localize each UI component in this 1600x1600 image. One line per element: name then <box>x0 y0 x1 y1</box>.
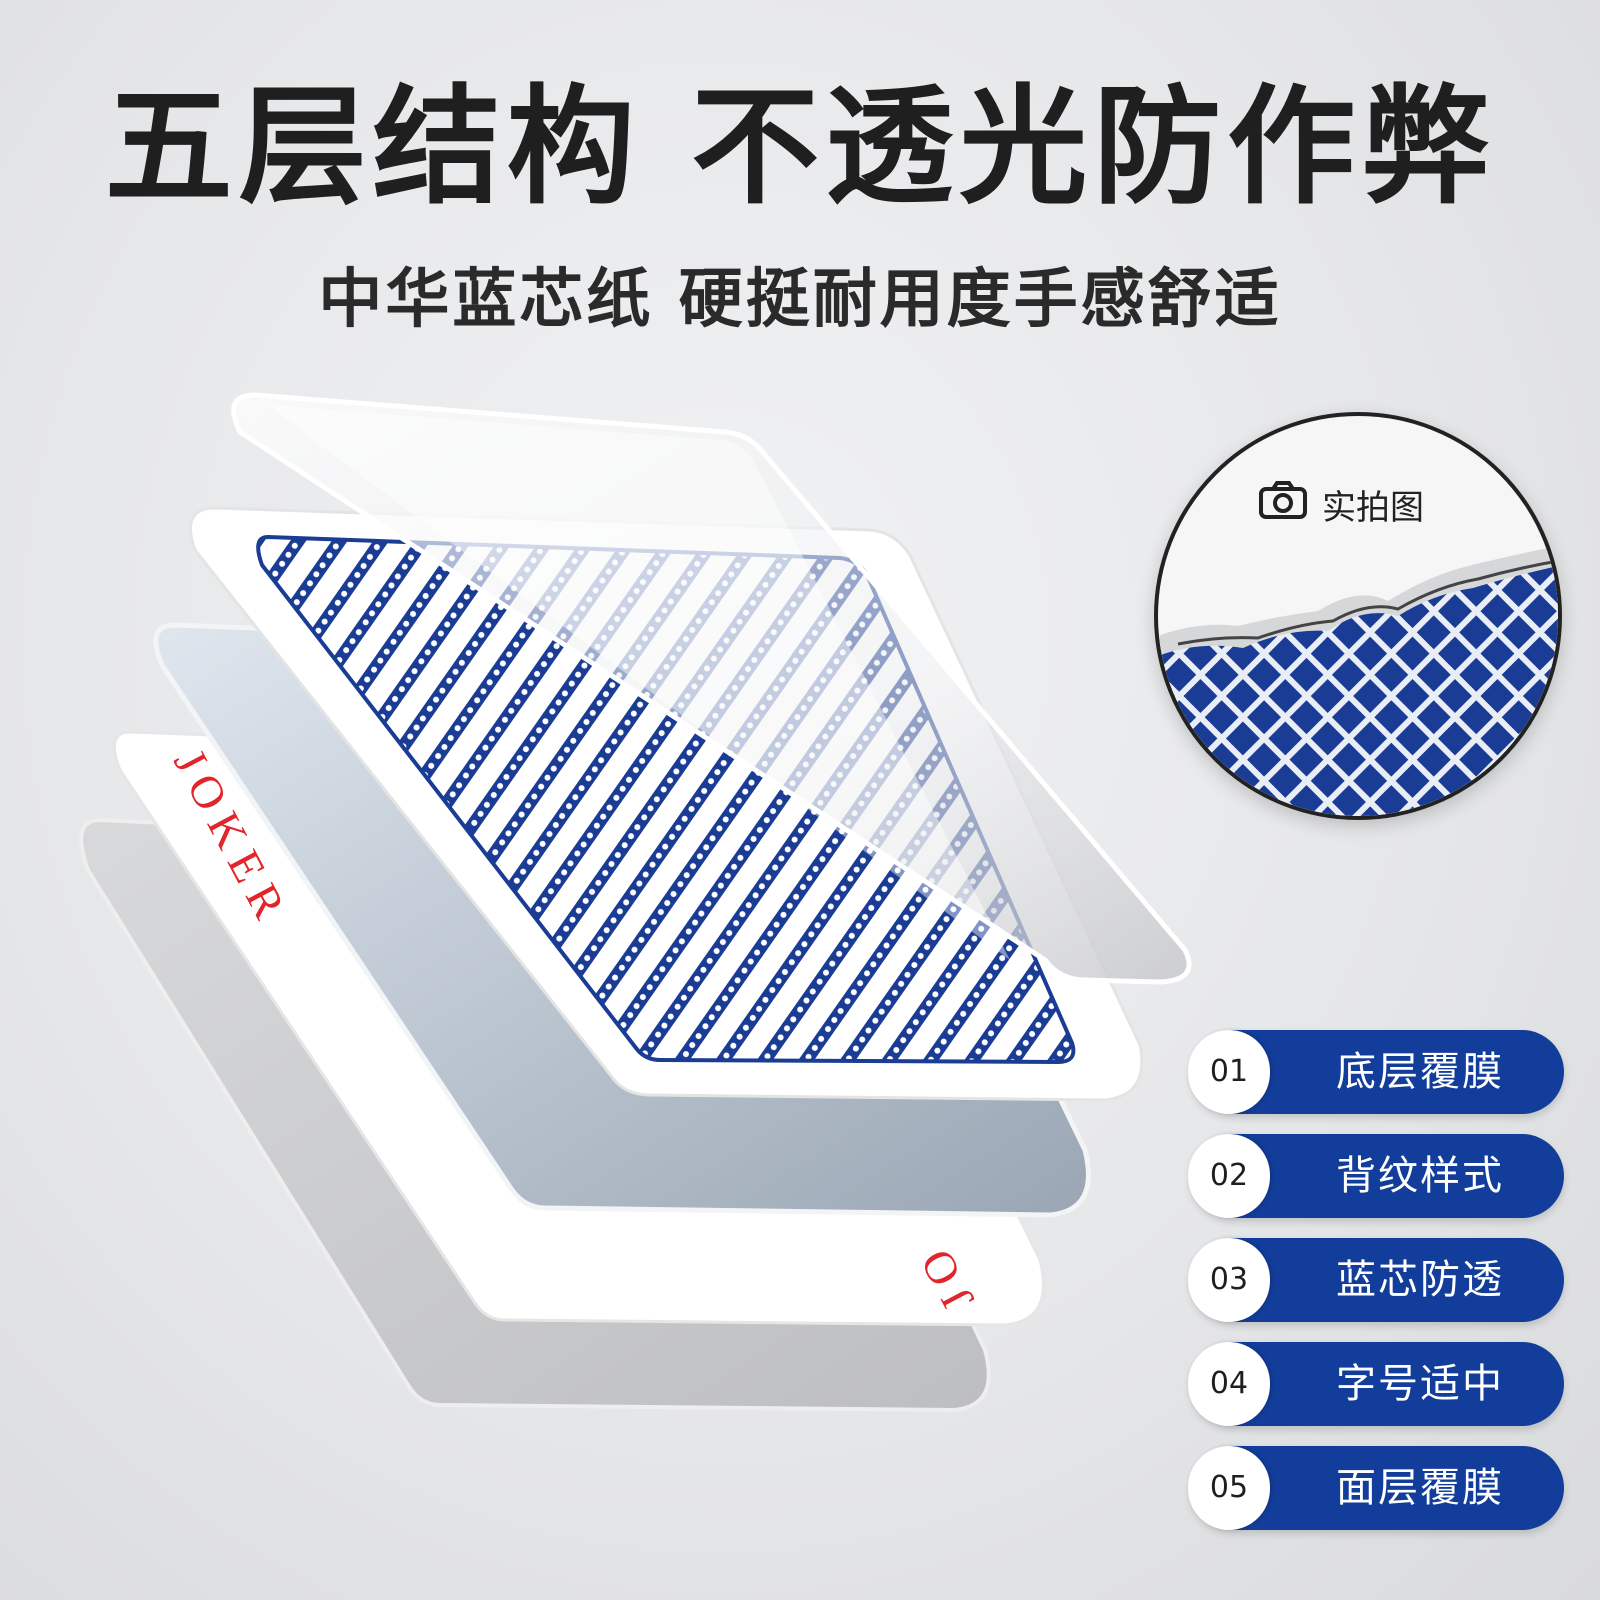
legend-number: 04 <box>1188 1342 1270 1426</box>
legend-label: 面层覆膜 <box>1336 1465 1504 1511</box>
legend-label: 字号适中 <box>1336 1361 1504 1407</box>
legend-label: 蓝芯防透 <box>1336 1257 1504 1303</box>
legend-item: 02 背纹样式 <box>1188 1134 1564 1218</box>
layer-legend: 01 底层覆膜 02 背纹样式 03 蓝芯防透 04 字号适中 05 面层覆膜 <box>1188 1030 1564 1550</box>
real-photo-label: 实拍图 <box>1322 488 1424 528</box>
legend-number: 03 <box>1188 1238 1270 1322</box>
real-photo-inset: 实拍图 <box>1154 412 1562 820</box>
legend-label: 底层覆膜 <box>1336 1049 1504 1095</box>
page-subtitle: 中华蓝芯纸 硬挺耐用度手感舒适 <box>318 263 1282 337</box>
page-title: 五层结构 不透光防作弊 <box>104 73 1496 222</box>
camera-icon <box>1258 481 1308 525</box>
legend-number: 05 <box>1188 1446 1270 1530</box>
top-film-layer <box>231 392 1192 985</box>
legend-label: 背纹样式 <box>1336 1153 1504 1199</box>
legend-item: 03 蓝芯防透 <box>1188 1238 1564 1322</box>
legend-number: 02 <box>1188 1134 1270 1218</box>
legend-item: 05 面层覆膜 <box>1188 1446 1564 1530</box>
legend-item: 01 底层覆膜 <box>1188 1030 1564 1114</box>
legend-item: 04 字号适中 <box>1188 1342 1564 1426</box>
legend-number: 01 <box>1188 1030 1270 1114</box>
